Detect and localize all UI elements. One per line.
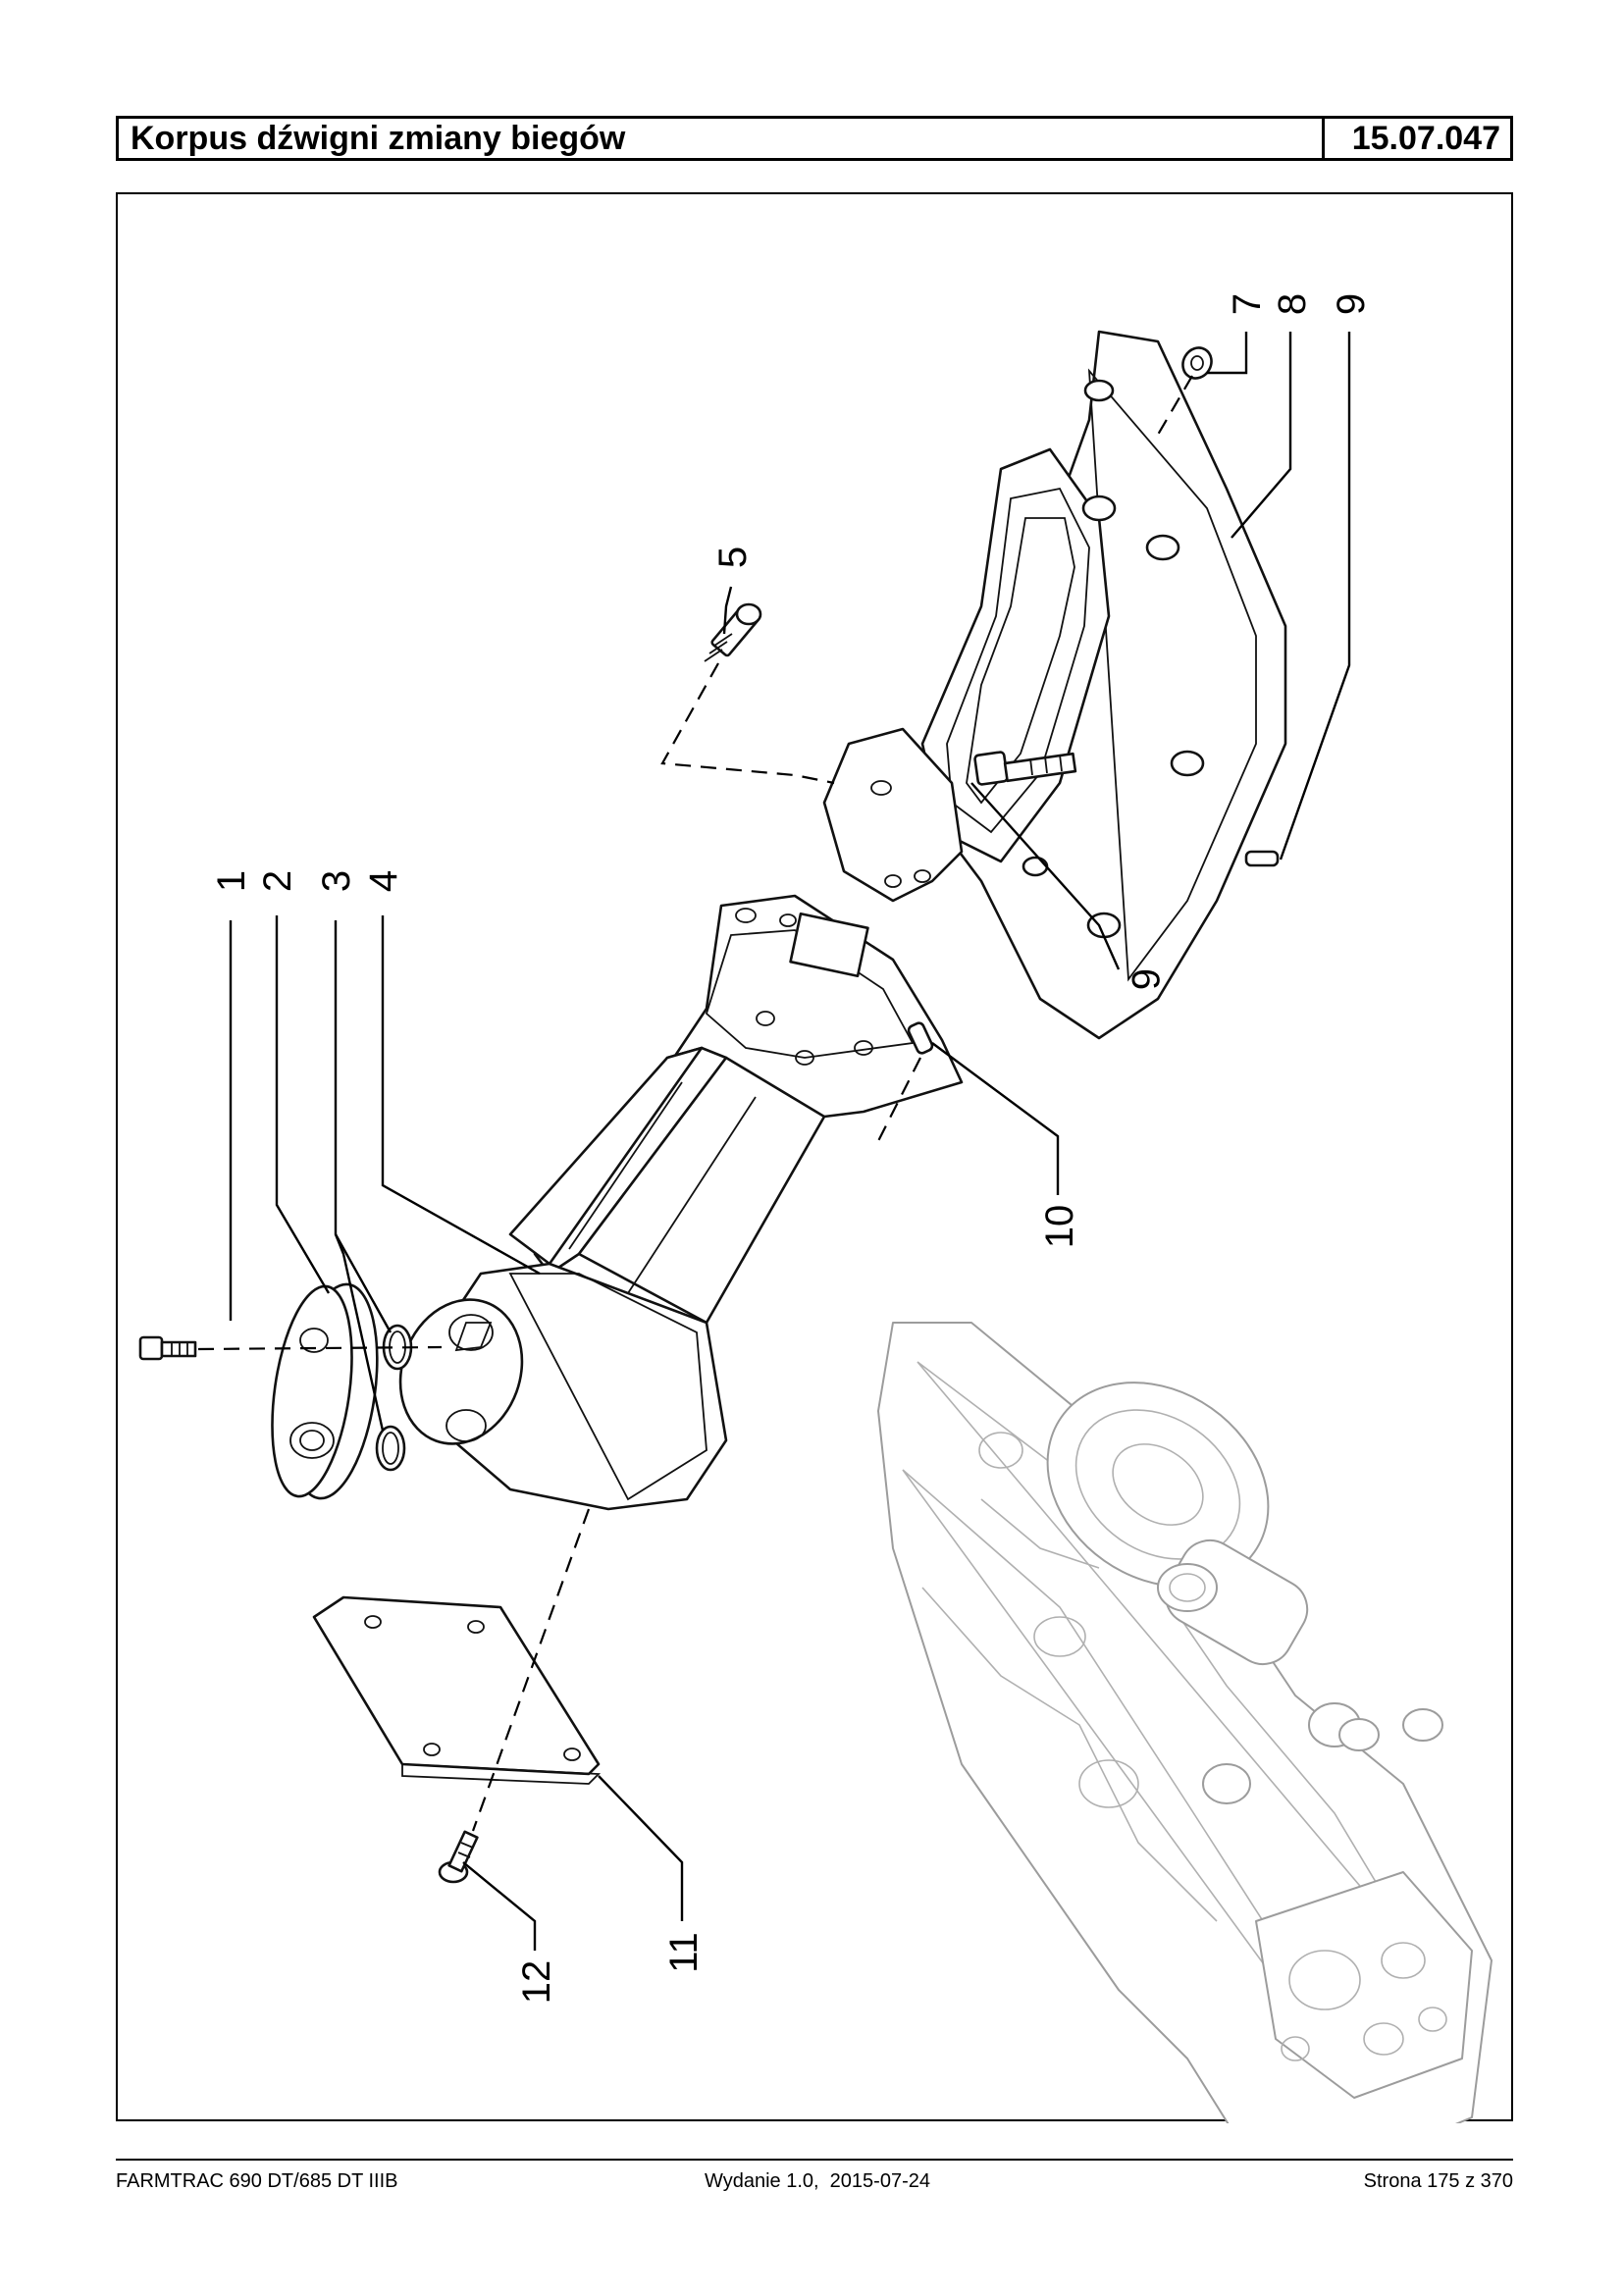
exploded-parts-diagram: 1 2 3 4 5 6 7 8 9 10 11 12	[138, 293, 1493, 2123]
footer-page-number: Strona 175 z 370	[1363, 2170, 1513, 2192]
assembly-line-10	[877, 1057, 921, 1142]
callout-4: 4	[362, 870, 405, 892]
callout-10: 10	[1038, 1205, 1081, 1249]
assembly-line-11	[471, 1508, 591, 1832]
footer-model: FARMTRAC 690 DT/685 DT IIIB	[116, 2170, 398, 2192]
gasket-plate-part-11	[312, 1595, 602, 1785]
gearbox-housing-reference	[877, 1322, 1493, 2123]
page-footer: FARMTRAC 690 DT/685 DT IIIB Wydanie 1.0,…	[116, 2170, 1513, 2200]
washer-part	[1181, 346, 1213, 380]
assembly-line-7	[1157, 375, 1193, 436]
footer-divider	[116, 2159, 1513, 2161]
page-header: Korpus dźwigni zmiany biegów 15.07.047	[116, 116, 1513, 161]
screw-part-5	[704, 602, 762, 662]
callout-2: 2	[256, 870, 299, 892]
callout-7: 7	[1226, 293, 1269, 315]
callout-9: 9	[1330, 293, 1373, 315]
cap-plate-part-2	[271, 1282, 379, 1500]
bolt-part-6	[973, 751, 1009, 786]
callout-6: 6	[1124, 968, 1167, 990]
leader-lines	[229, 332, 1351, 1951]
section-code: 15.07.047	[1322, 119, 1510, 158]
pin-part-10	[907, 1021, 934, 1055]
callout-12: 12	[515, 1960, 558, 2005]
callout-11: 11	[662, 1932, 706, 1973]
pin-part-9	[1244, 850, 1280, 867]
callout-1: 1	[210, 870, 253, 892]
page-title: Korpus dźwigni zmiany biegów	[131, 120, 626, 157]
lever-housing-part-4	[398, 894, 964, 1511]
assembly-line-5	[660, 662, 835, 785]
o-ring-part-3b	[375, 1425, 406, 1472]
callout-5: 5	[711, 547, 755, 568]
cover-plate-assembly	[822, 330, 1287, 1040]
diagram-frame: 1 2 3 4 5 6 7 8 9 10 11 12	[116, 192, 1513, 2123]
callout-3: 3	[315, 870, 358, 892]
footer-edition: Wydanie 1.0, 2015-07-24	[705, 2170, 930, 2192]
screw-part-12	[438, 1830, 479, 1884]
assembly-line-1	[197, 1345, 443, 1351]
callout-8: 8	[1271, 293, 1314, 315]
bolt-part-1	[138, 1335, 197, 1361]
